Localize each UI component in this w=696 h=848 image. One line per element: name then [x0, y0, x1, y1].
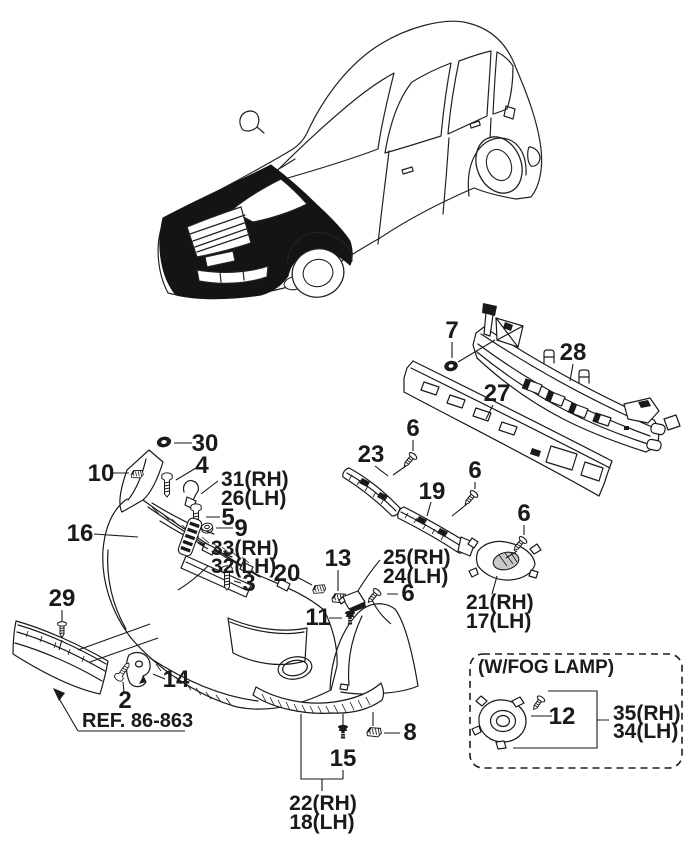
car-quarter-window: [492, 51, 514, 115]
car-rear-wheel: [475, 136, 523, 194]
screw-icon-6b: [461, 488, 480, 508]
beam-top-clips: [543, 349, 590, 384]
grille-mounting-bracket: [125, 651, 151, 688]
bolt-icon-4: [161, 472, 173, 498]
grommet-icon-30: [155, 435, 173, 449]
car-grille: [186, 206, 252, 258]
callout-35rh: 35(RH): [613, 702, 681, 725]
callout-21rh: 21(RH): [466, 591, 534, 614]
bumper-grille-insert-lower: [397, 506, 476, 557]
callout-27: 27: [484, 380, 511, 407]
callout-18lh: 18(LH): [289, 811, 354, 834]
callout-8: 8: [403, 719, 416, 746]
callout-6a: 6: [406, 415, 419, 442]
bumper-grille-insert-upper: [342, 467, 401, 517]
callout-12: 12: [549, 703, 576, 730]
callout-6c: 6: [517, 500, 530, 527]
fog-lamp-assembly: [471, 695, 527, 750]
callout-2: 2: [118, 687, 131, 714]
callout-3: 3: [242, 570, 255, 597]
callout-15: 15: [330, 745, 357, 772]
callout-25rh: 25(RH): [383, 546, 451, 569]
nut-icon-9: [200, 521, 214, 535]
callout-31rh: 31(RH): [221, 468, 289, 491]
callout-6d: 6: [401, 580, 414, 607]
energy-absorber: [403, 360, 613, 497]
callout-29: 29: [49, 585, 76, 612]
callout-7: 7: [445, 317, 458, 344]
car-door-handles: [401, 120, 481, 175]
fog-lamp-cover: [467, 537, 542, 581]
screw-icon-12: [529, 694, 547, 713]
car-fuel-door: [503, 105, 516, 120]
callout-13: 13: [325, 545, 352, 572]
callout-11: 11: [305, 604, 330, 631]
bumper-lower-molding: [252, 682, 384, 715]
car-body-outline: [157, 20, 543, 298]
beam-front-tabs: [521, 378, 629, 430]
bumper-reinforcement-beam: [472, 303, 681, 453]
screw-icon-6a: [400, 450, 419, 470]
side-bracket-25: [338, 590, 366, 613]
callout-14: 14: [163, 666, 190, 693]
callout-30: 30: [192, 430, 219, 457]
callout-16: 16: [67, 520, 94, 547]
car-license-plate: [204, 250, 236, 268]
side-reflector-icon-33: [177, 517, 203, 557]
callout-9: 9: [234, 515, 247, 542]
callout-24lh: 24(LH): [383, 565, 448, 588]
car-door-seams: [377, 117, 492, 245]
car-lower-intake: [196, 265, 269, 284]
callout-5: 5: [221, 504, 234, 531]
push-clip-icon-15: [337, 724, 349, 739]
beam-end-hooks: [646, 422, 666, 452]
car-headlight: [232, 178, 308, 223]
nut-icon-7: [444, 360, 458, 372]
clip-icon-20: [311, 582, 328, 597]
vehicle-illustration: [157, 20, 543, 300]
callout-4: 4: [195, 452, 209, 479]
fog-lamp-box: (W/FOG LAMP) 12 35(RH) 34(LH): [469, 653, 683, 769]
clip-icon-10: [129, 467, 145, 481]
screw-icon-29: [57, 621, 67, 638]
fog-box-title: (W/FOG LAMP): [478, 657, 614, 678]
bumper-corner-flare: [329, 603, 419, 695]
ref-label: REF. 86-863: [82, 710, 193, 732]
car-tail-lamp: [527, 146, 541, 167]
beam-right-bracket: [623, 397, 681, 431]
car-front-arch: [286, 231, 353, 264]
callout-19: 19: [419, 478, 446, 505]
car-front-wheel: [291, 248, 345, 298]
car-mirror: [239, 110, 260, 132]
callout-23: 23: [358, 441, 385, 468]
clip-icon-8: [365, 725, 383, 740]
callout-17lh: 17(LH): [466, 610, 531, 633]
callout-20: 20: [274, 560, 301, 587]
car-rear-arch: [467, 137, 527, 197]
beam-left-bracket: [482, 303, 524, 348]
car-mirror-stem: [256, 126, 265, 134]
absorber-slots: [420, 381, 604, 482]
callout-10: 10: [88, 460, 115, 487]
callout-22rh: 22(RH): [289, 792, 357, 815]
car-windshield: [262, 72, 395, 186]
car-rear-window: [447, 50, 492, 135]
callout-28: 28: [560, 339, 587, 366]
leader-lines: [58, 339, 609, 791]
callout-32lh: 32(LH): [211, 555, 276, 578]
callout-33rh: 33(RH): [211, 537, 279, 560]
callout-26lh: 26(LH): [221, 487, 286, 510]
callout-34lh: 34(LH): [613, 720, 678, 743]
car-front-window: [384, 62, 452, 154]
callout-6b: 6: [468, 457, 481, 484]
ref-arrow: [53, 688, 185, 732]
